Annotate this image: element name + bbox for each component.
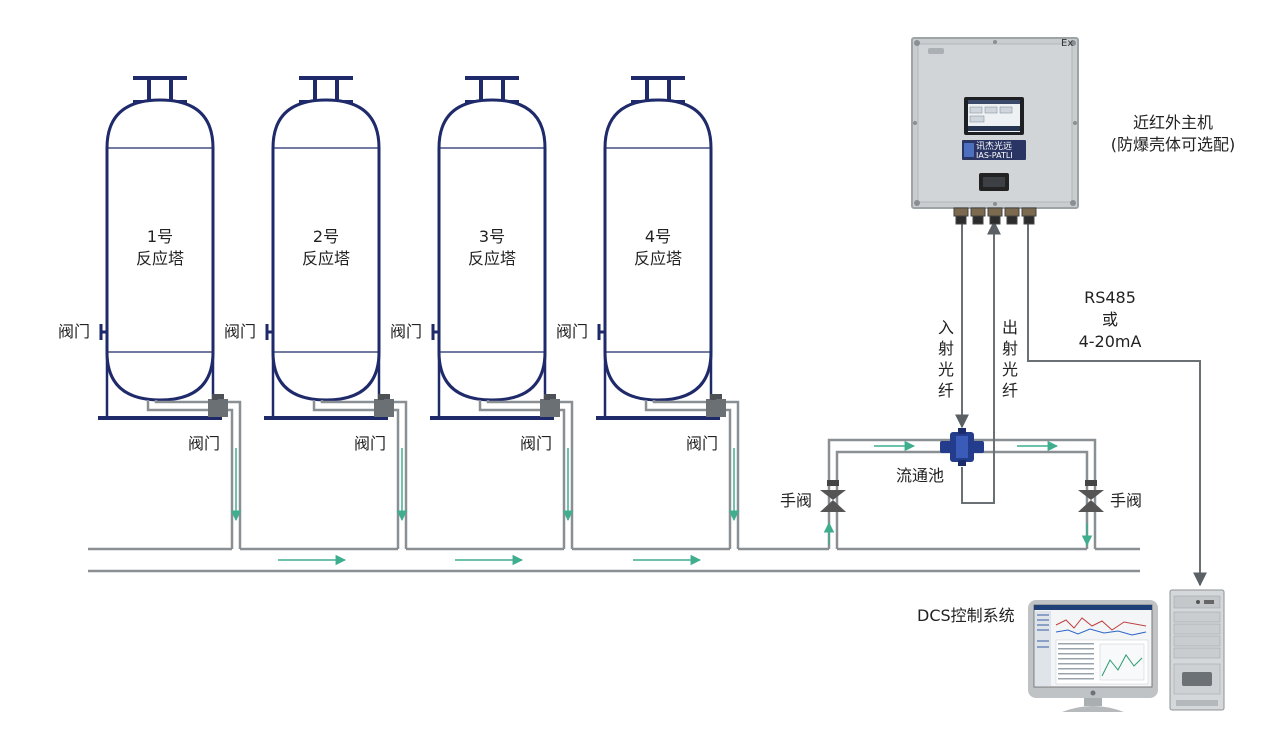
- side-valve: [431, 324, 439, 340]
- flow-cell[interactable]: [940, 428, 984, 466]
- manual-valve-left[interactable]: [820, 480, 846, 512]
- side-valve: [597, 324, 605, 340]
- side-valve: [99, 324, 107, 340]
- cable-glands: [953, 207, 1037, 225]
- ex-mark: Ex: [1061, 38, 1074, 49]
- dcs-label: DCS控制系统: [917, 606, 1015, 625]
- towers-layer: [98, 76, 740, 549]
- bottom-valve-label: 阀门: [520, 434, 553, 453]
- return-fiber: [961, 220, 1001, 504]
- outlet-pipe: [478, 400, 566, 549]
- reactor-tower: [98, 76, 242, 549]
- dcs-pc-tower[interactable]: [1169, 589, 1225, 711]
- outlet-pipe: [312, 400, 400, 549]
- signal-line2: 或: [1101, 310, 1118, 329]
- manual-valve-right-label: 手阀: [1110, 491, 1143, 510]
- outlet-pipe: [146, 400, 234, 549]
- bottom-valve-label: 阀门: [686, 434, 719, 453]
- tower-flange: [631, 76, 685, 104]
- reactor-tower: [264, 76, 408, 549]
- analyzer-subtitle: (防爆壳体可选配): [1110, 135, 1236, 154]
- tower-name-label: 反应塔: [633, 249, 682, 268]
- brand-plate: [962, 140, 1026, 160]
- signal-line3: 4-20mA: [1078, 332, 1142, 351]
- flow-cell-label: 流通池: [896, 466, 945, 485]
- brand-cn: 讯杰光远: [976, 142, 1013, 152]
- bottom-valve[interactable]: [706, 394, 726, 417]
- side-valve-label: 阀门: [390, 322, 423, 341]
- tower-number-label: 3号: [478, 227, 506, 246]
- bypass-arrows: [823, 440, 1093, 547]
- optical-fibers: [955, 220, 1001, 504]
- side-valve-label: 阀门: [224, 322, 257, 341]
- signal-cable: [1027, 222, 1207, 587]
- manual-valve-left-label: 手阀: [780, 491, 813, 510]
- side-valve-label: 阀门: [58, 322, 91, 341]
- incident-fiber-label: 入射光纤: [937, 318, 954, 400]
- tower-flange: [133, 76, 187, 104]
- side-valve-label: 阀门: [556, 322, 589, 341]
- tower-name-label: 反应塔: [467, 249, 516, 268]
- bottom-valve[interactable]: [208, 394, 228, 417]
- analyzer-title: 近红外主机: [1132, 113, 1213, 132]
- manual-valve-right[interactable]: [1078, 480, 1104, 512]
- brand-en: IAS-PATLI: [976, 151, 1013, 160]
- bottom-valve[interactable]: [540, 394, 560, 417]
- tower-number-label: 2号: [312, 227, 340, 246]
- bottom-valve[interactable]: [374, 394, 394, 417]
- tower-name-label: 反应塔: [135, 249, 184, 268]
- nir-analyzer[interactable]: [911, 37, 1079, 225]
- tower-number-label: 4号: [644, 227, 672, 246]
- bottom-valve-label: 阀门: [188, 434, 221, 453]
- return-fiber-label: 出射光纤: [1001, 318, 1018, 400]
- outlet-pipe: [652, 400, 740, 549]
- tower-name-label: 反应塔: [301, 249, 350, 268]
- outlet-pipe: [644, 400, 732, 549]
- bottom-valve-label: 阀门: [354, 434, 387, 453]
- dcs-monitor[interactable]: [1028, 600, 1158, 712]
- side-valve: [265, 324, 273, 340]
- outlet-pipe: [320, 400, 408, 549]
- reactor-tower: [596, 76, 740, 549]
- nameplate: [928, 48, 944, 54]
- outlet-pipe: [154, 400, 242, 549]
- outlet-pipe: [486, 400, 574, 549]
- main-pipeline: [88, 547, 1140, 573]
- reactor-tower: [430, 76, 574, 549]
- tower-flange: [299, 76, 353, 104]
- signal-line1: RS485: [1084, 288, 1136, 307]
- tower-flange: [465, 76, 519, 104]
- tower-number-label: 1号: [146, 227, 174, 246]
